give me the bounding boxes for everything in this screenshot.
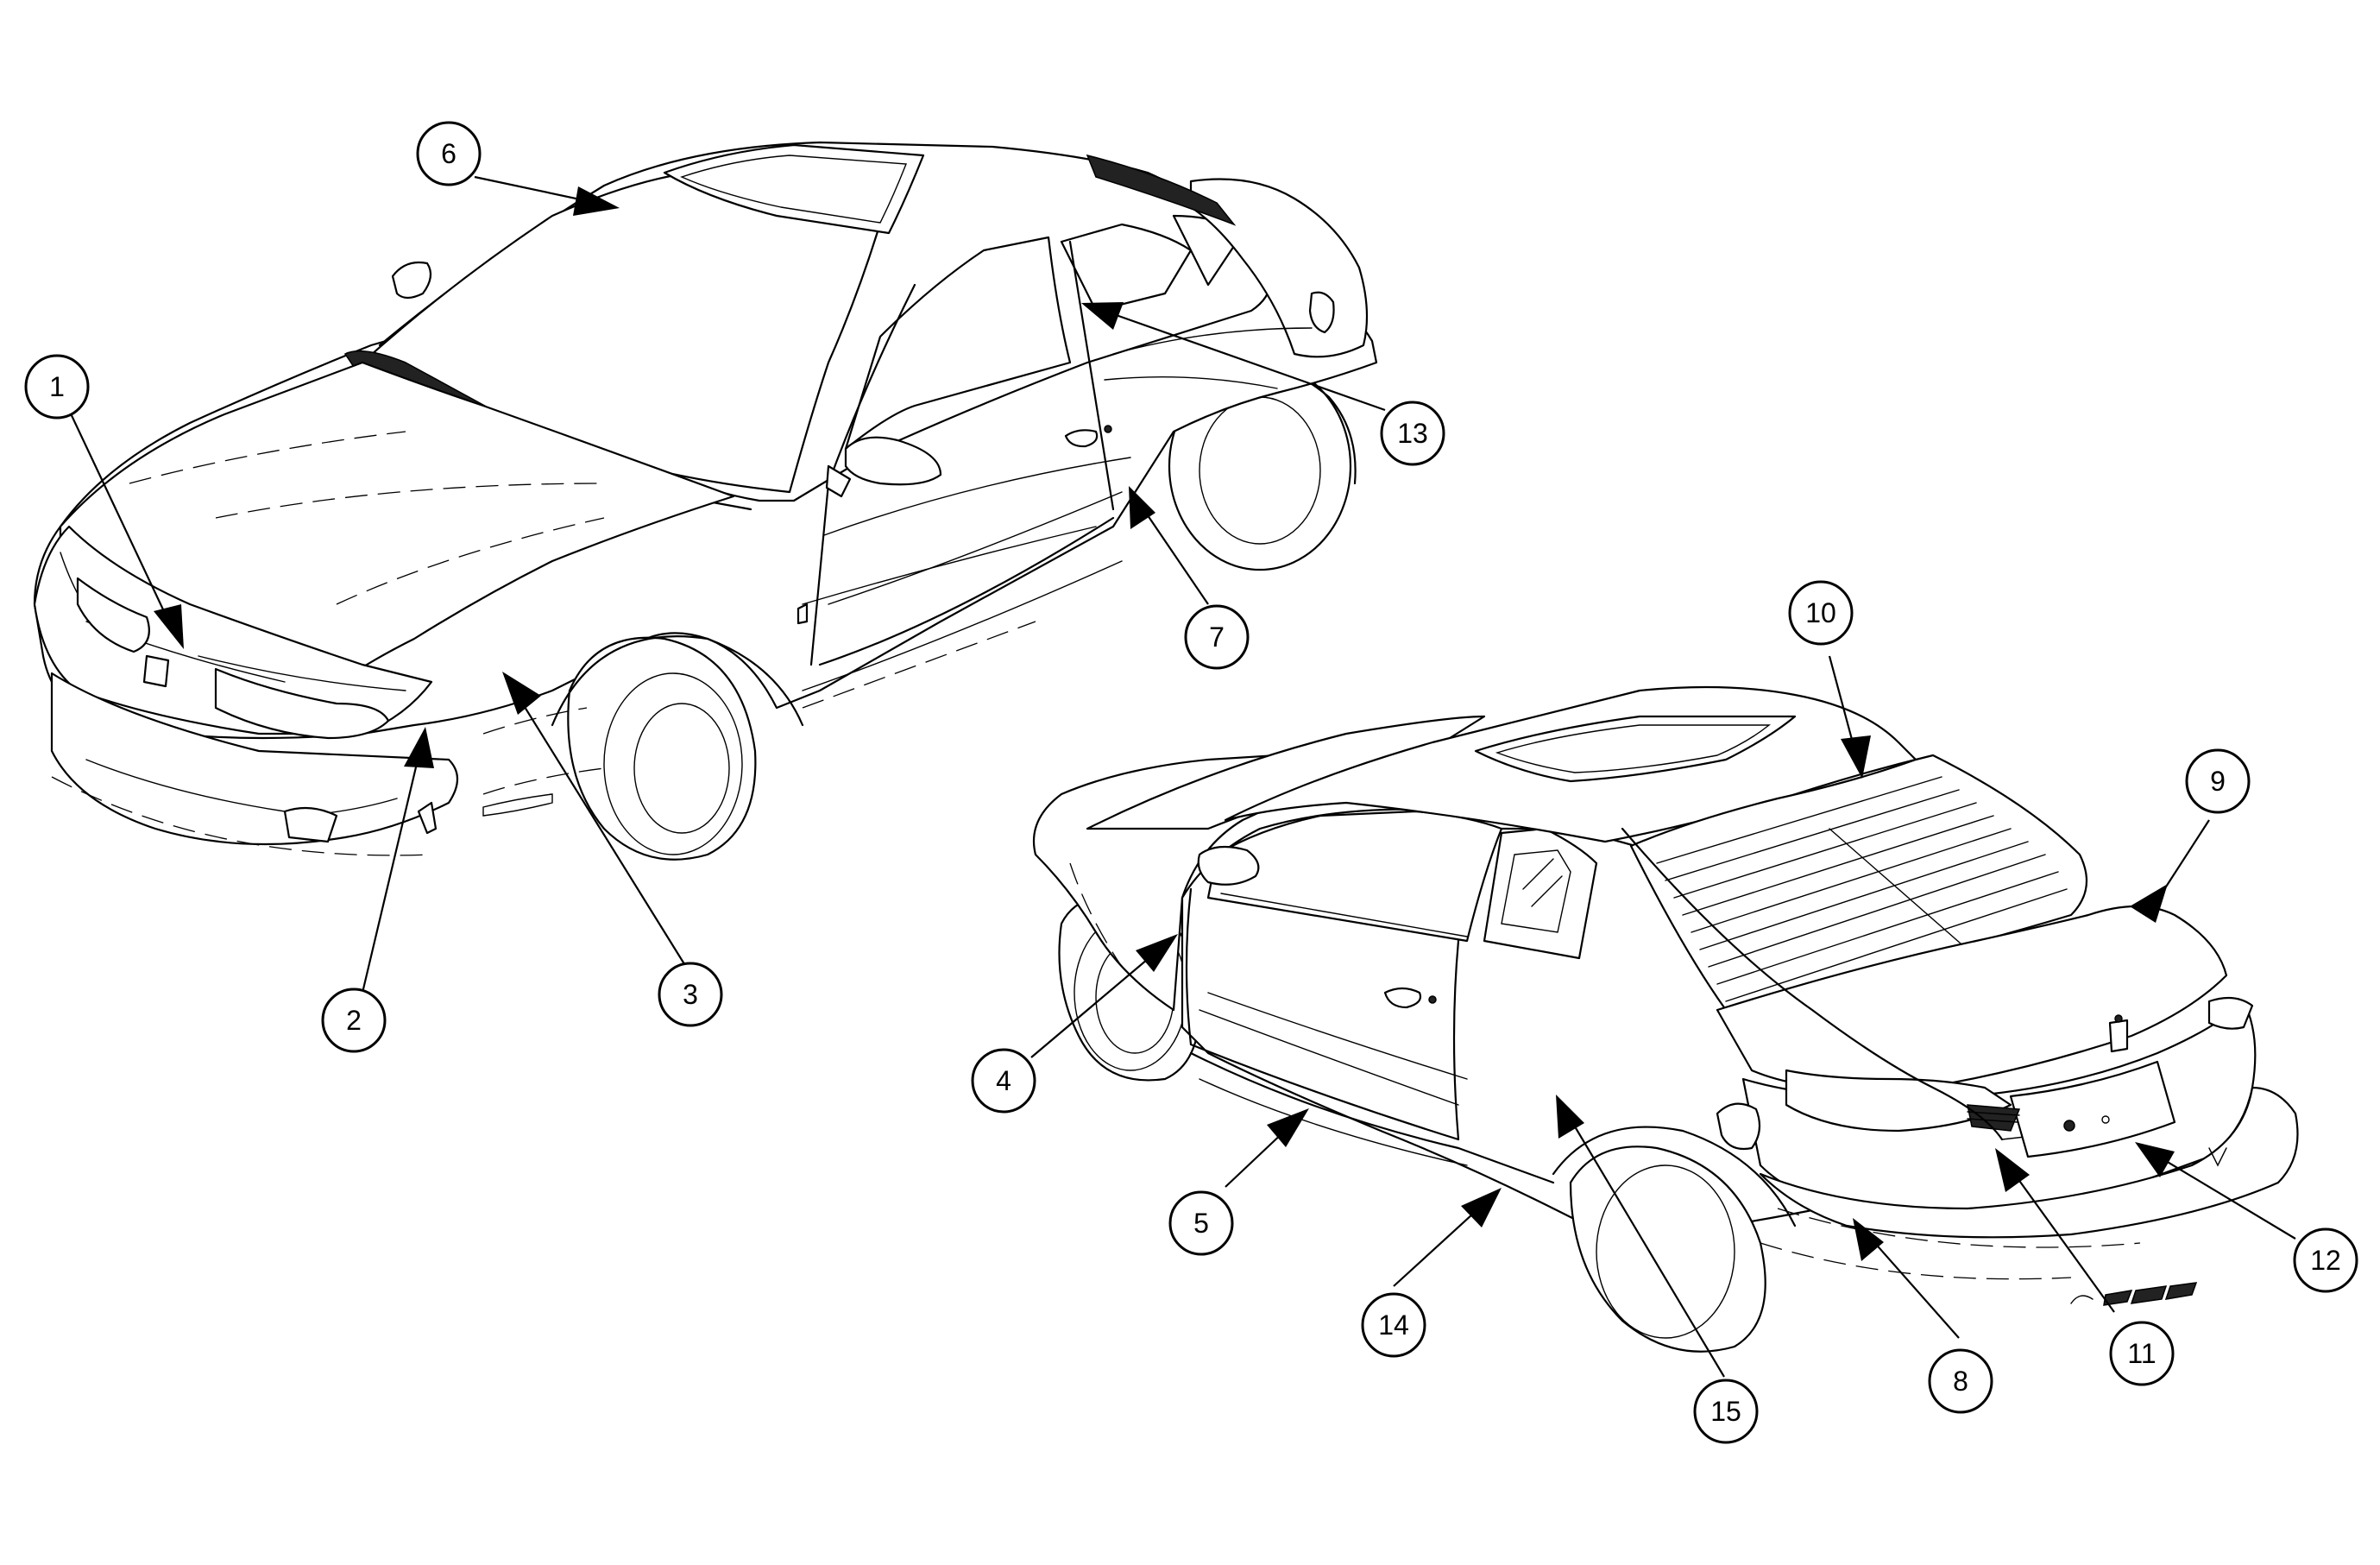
- callout-4: 4: [971, 1048, 1036, 1114]
- callout-11-number: 11: [2127, 1338, 2156, 1369]
- callout-6: 6: [416, 121, 482, 186]
- callout-1-number: 1: [49, 371, 65, 402]
- callout-13: 13: [1380, 401, 1445, 466]
- saturn-badge: [2070, 1147, 2227, 1306]
- callout-7: 7: [1184, 604, 1250, 670]
- callout-5: 5: [1168, 1190, 1234, 1256]
- rear-view-car: [1032, 685, 2299, 1353]
- callout-9: 9: [2185, 748, 2251, 814]
- callout-6-number: 6: [441, 138, 456, 169]
- callout-7-number: 7: [1209, 622, 1225, 653]
- callout-1: 1: [24, 354, 90, 420]
- callout-3-number: 3: [683, 979, 698, 1010]
- callout-15-number: 15: [1710, 1396, 1741, 1427]
- callout-9-number: 9: [2210, 766, 2226, 797]
- callout-4-number: 4: [996, 1065, 1011, 1096]
- callout-2-number: 2: [346, 1005, 362, 1036]
- callout-12-number: 12: [2310, 1245, 2341, 1276]
- front-car-front-wheel: [551, 635, 804, 861]
- front-view-car: [33, 141, 1378, 861]
- rear-window-defroster-lines: [1656, 776, 2068, 1002]
- callout-10: 10: [1788, 580, 1854, 646]
- callout-14-number: 14: [1378, 1309, 1409, 1341]
- callout-2: 2: [321, 988, 387, 1053]
- callout-layer: 1 2 3 4 5 6 7 8: [24, 121, 2358, 1444]
- callout-10-number: 10: [1805, 597, 1836, 628]
- rear-car-rear-wheel: [1552, 1126, 1797, 1353]
- callout-12: 12: [2293, 1227, 2358, 1293]
- callout-14: 14: [1361, 1292, 1426, 1358]
- callout-8-number: 8: [1953, 1366, 1968, 1397]
- callout-8: 8: [1928, 1348, 1993, 1414]
- callout-5-number: 5: [1193, 1208, 1209, 1239]
- callout-15: 15: [1693, 1379, 1759, 1444]
- callout-11: 11: [2109, 1321, 2175, 1386]
- callout-13-number: 13: [1397, 418, 1428, 449]
- callout-3: 3: [658, 962, 723, 1027]
